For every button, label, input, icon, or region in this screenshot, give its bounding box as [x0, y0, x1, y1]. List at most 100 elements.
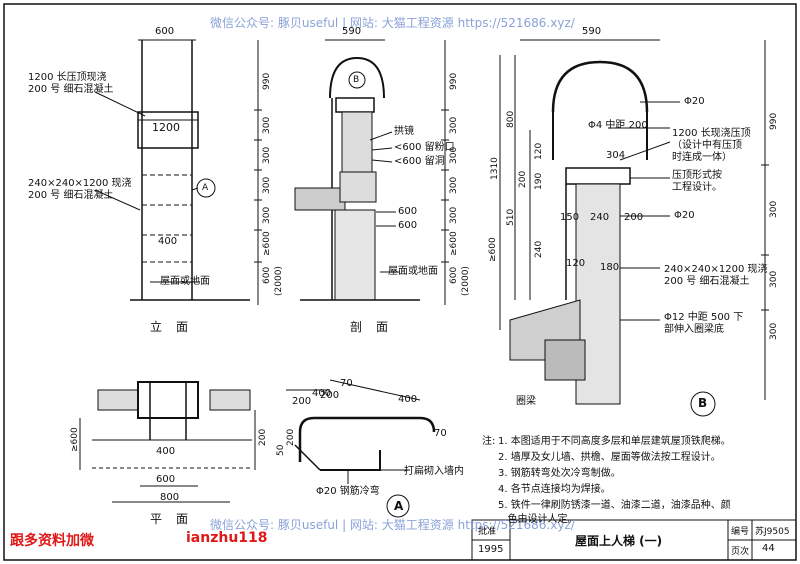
b-vdim-left-7: ≥600	[488, 237, 498, 262]
b-vdim-right-0: 990	[769, 112, 779, 130]
b-phi4: Φ4 中距 200	[588, 120, 648, 131]
elev-label-coping: 1200 长压顶现浇 200 号 细石混凝土	[28, 72, 114, 95]
elev-vdim-7: (2000)	[274, 266, 284, 296]
sec-dim-590: 590	[342, 26, 362, 37]
b-vdim-right-1: 300	[769, 200, 779, 218]
elev-vdim-0: 990	[262, 72, 272, 90]
sec-label-600a: 600	[398, 206, 418, 217]
sec-label-600b: 600	[398, 220, 418, 231]
sheet-border	[3, 3, 797, 561]
plan-dim-600: 600	[156, 474, 176, 485]
a-dim-3: 400	[398, 394, 418, 405]
tb-page-label: 页次	[731, 547, 750, 557]
section-view	[294, 39, 449, 305]
elev-vdim-5: ≥600	[262, 231, 272, 256]
sec-label-gou: 拱镜	[394, 126, 414, 137]
tb-page-value: 44	[762, 543, 775, 554]
a-dim-5: 70	[434, 428, 447, 439]
sec-callout-b: B	[353, 75, 360, 85]
elev-callout-a: A	[202, 183, 209, 193]
b-phi20-mid: Φ20	[674, 210, 695, 221]
a-dim-2: 70	[340, 378, 353, 389]
b-label-phi12: Φ12 中距 500 下 部伸入圈梁底	[664, 312, 744, 335]
note-3: 3. 钢筋转弯处次冷弯制做。	[498, 468, 621, 479]
elev-dim-1200: 1200	[152, 121, 180, 134]
b-vdim-left-6: 240	[534, 240, 544, 258]
b-vdim-left-3: 190	[534, 172, 544, 190]
b-vdim-left-2: 200	[518, 170, 528, 188]
a-dim-1: 400	[312, 388, 332, 399]
b-callout: B	[698, 396, 708, 410]
elev-dim-600: 600	[155, 26, 175, 37]
elev-label-ground: 屋面或地面	[160, 276, 210, 287]
plan-vdim-600: ≥600	[70, 427, 80, 452]
a-label-bend: Φ20 钢筋冷弯	[316, 486, 380, 497]
sec-vdim-6: 600	[449, 266, 459, 284]
elev-vdim-3: 300	[262, 176, 272, 194]
note-1: 1. 本图适用于不同高度多层和单层建筑屋顶铁爬梯。	[498, 436, 731, 447]
b-vdim-right-2: 300	[769, 270, 779, 288]
title-block	[471, 519, 797, 561]
sec-vdim-3: 300	[449, 176, 459, 194]
sec-label-hole: <600 留洞	[394, 156, 445, 167]
watermark-bottom: 微信公众号: 豚贝useful | 网站: 大猫工程资源 https://521…	[210, 518, 575, 532]
sec-vdim-4: 300	[449, 206, 459, 224]
b-label-180: 180	[600, 262, 620, 273]
a-dim-7: 50	[276, 444, 286, 456]
promo-id: ianzhu118	[186, 530, 268, 546]
sec-title: 剖面	[350, 320, 403, 334]
plan-title: 平面	[150, 512, 203, 526]
tb-no-value: 苏J9505	[755, 527, 790, 537]
b-label-yading: 压顶形式按 工程设计。	[672, 170, 722, 193]
detail-a-view	[286, 379, 436, 518]
elev-vdim-1: 300	[262, 116, 272, 134]
b-vdim-left-1: 800	[506, 110, 516, 128]
sec-vdim-7: (2000)	[461, 266, 471, 296]
b-label-120: 120	[566, 258, 586, 269]
b-vdim-left-4: 120	[534, 142, 544, 160]
note-5: 5. 铁件一律刷防锈漆一道、油漆二道，油漆品种、颜	[498, 500, 731, 511]
elev-title: 立面	[150, 320, 203, 334]
b-label-304: 304	[606, 150, 626, 161]
b-dim-150: 150	[560, 212, 580, 223]
elevation-view	[94, 39, 262, 305]
sec-vdim-1: 300	[449, 116, 459, 134]
plan-dim-400: 400	[156, 446, 176, 457]
b-vdim-left-5: 510	[506, 208, 516, 226]
a-dim-0: 200	[292, 396, 312, 407]
elev-vdim-4: 300	[262, 206, 272, 224]
sec-label-ground: 屋面或地面	[388, 266, 438, 277]
sec-vdim-5: ≥600	[449, 231, 459, 256]
b-label-1200: 1200 长现浇压顶 （设计中有压顶 时连成一体）	[672, 128, 751, 163]
plan-view	[79, 381, 256, 503]
elev-vdim-6: 600	[262, 266, 272, 284]
a-label-wall: 打扁砌入墙内	[404, 466, 464, 477]
notes-head: 注:	[482, 436, 496, 447]
note-2: 2. 墙厚及女儿墙、拱檐、屋面等做法按工程设计。	[498, 452, 721, 463]
tb-approved: 批准	[478, 527, 497, 537]
elev-dim-400: 400	[158, 236, 178, 247]
a-dim-4: 200	[320, 390, 340, 401]
b-vdim-right-3: 300	[769, 322, 779, 340]
plan-dim-800: 800	[160, 492, 180, 503]
note-5b: 色由设计人定。	[498, 514, 578, 525]
sec-vdim-0: 990	[449, 72, 459, 90]
b-label-quanliang: 圈梁	[516, 396, 536, 407]
b-label-concrete: 240×240×1200 现浇 200 号 细石混凝土	[664, 264, 768, 287]
tb-year: 1995	[478, 544, 504, 555]
a-callout: A	[394, 499, 404, 513]
tb-no-label: 编号	[731, 527, 750, 537]
promo-text: 跟多资料加微	[10, 533, 94, 549]
b-dim-200: 200	[624, 212, 644, 223]
elev-label-block: 240×240×1200 现浇 200 号 细石混凝土	[28, 178, 132, 201]
elev-vdim-2: 300	[262, 146, 272, 164]
tb-drawing-title: 屋面上人梯 (一)	[575, 534, 663, 548]
b-phi20-top: Φ20	[684, 96, 705, 107]
detail-b-view	[499, 39, 769, 417]
watermark-top: 微信公众号: 豚贝useful | 网站: 大猫工程资源 https://521…	[210, 16, 575, 30]
b-vdim-left-0: 1310	[490, 157, 500, 180]
b-dim-590: 590	[582, 26, 602, 37]
a-dim-6: 200	[286, 428, 296, 446]
sec-vdim-2: 300	[449, 146, 459, 164]
